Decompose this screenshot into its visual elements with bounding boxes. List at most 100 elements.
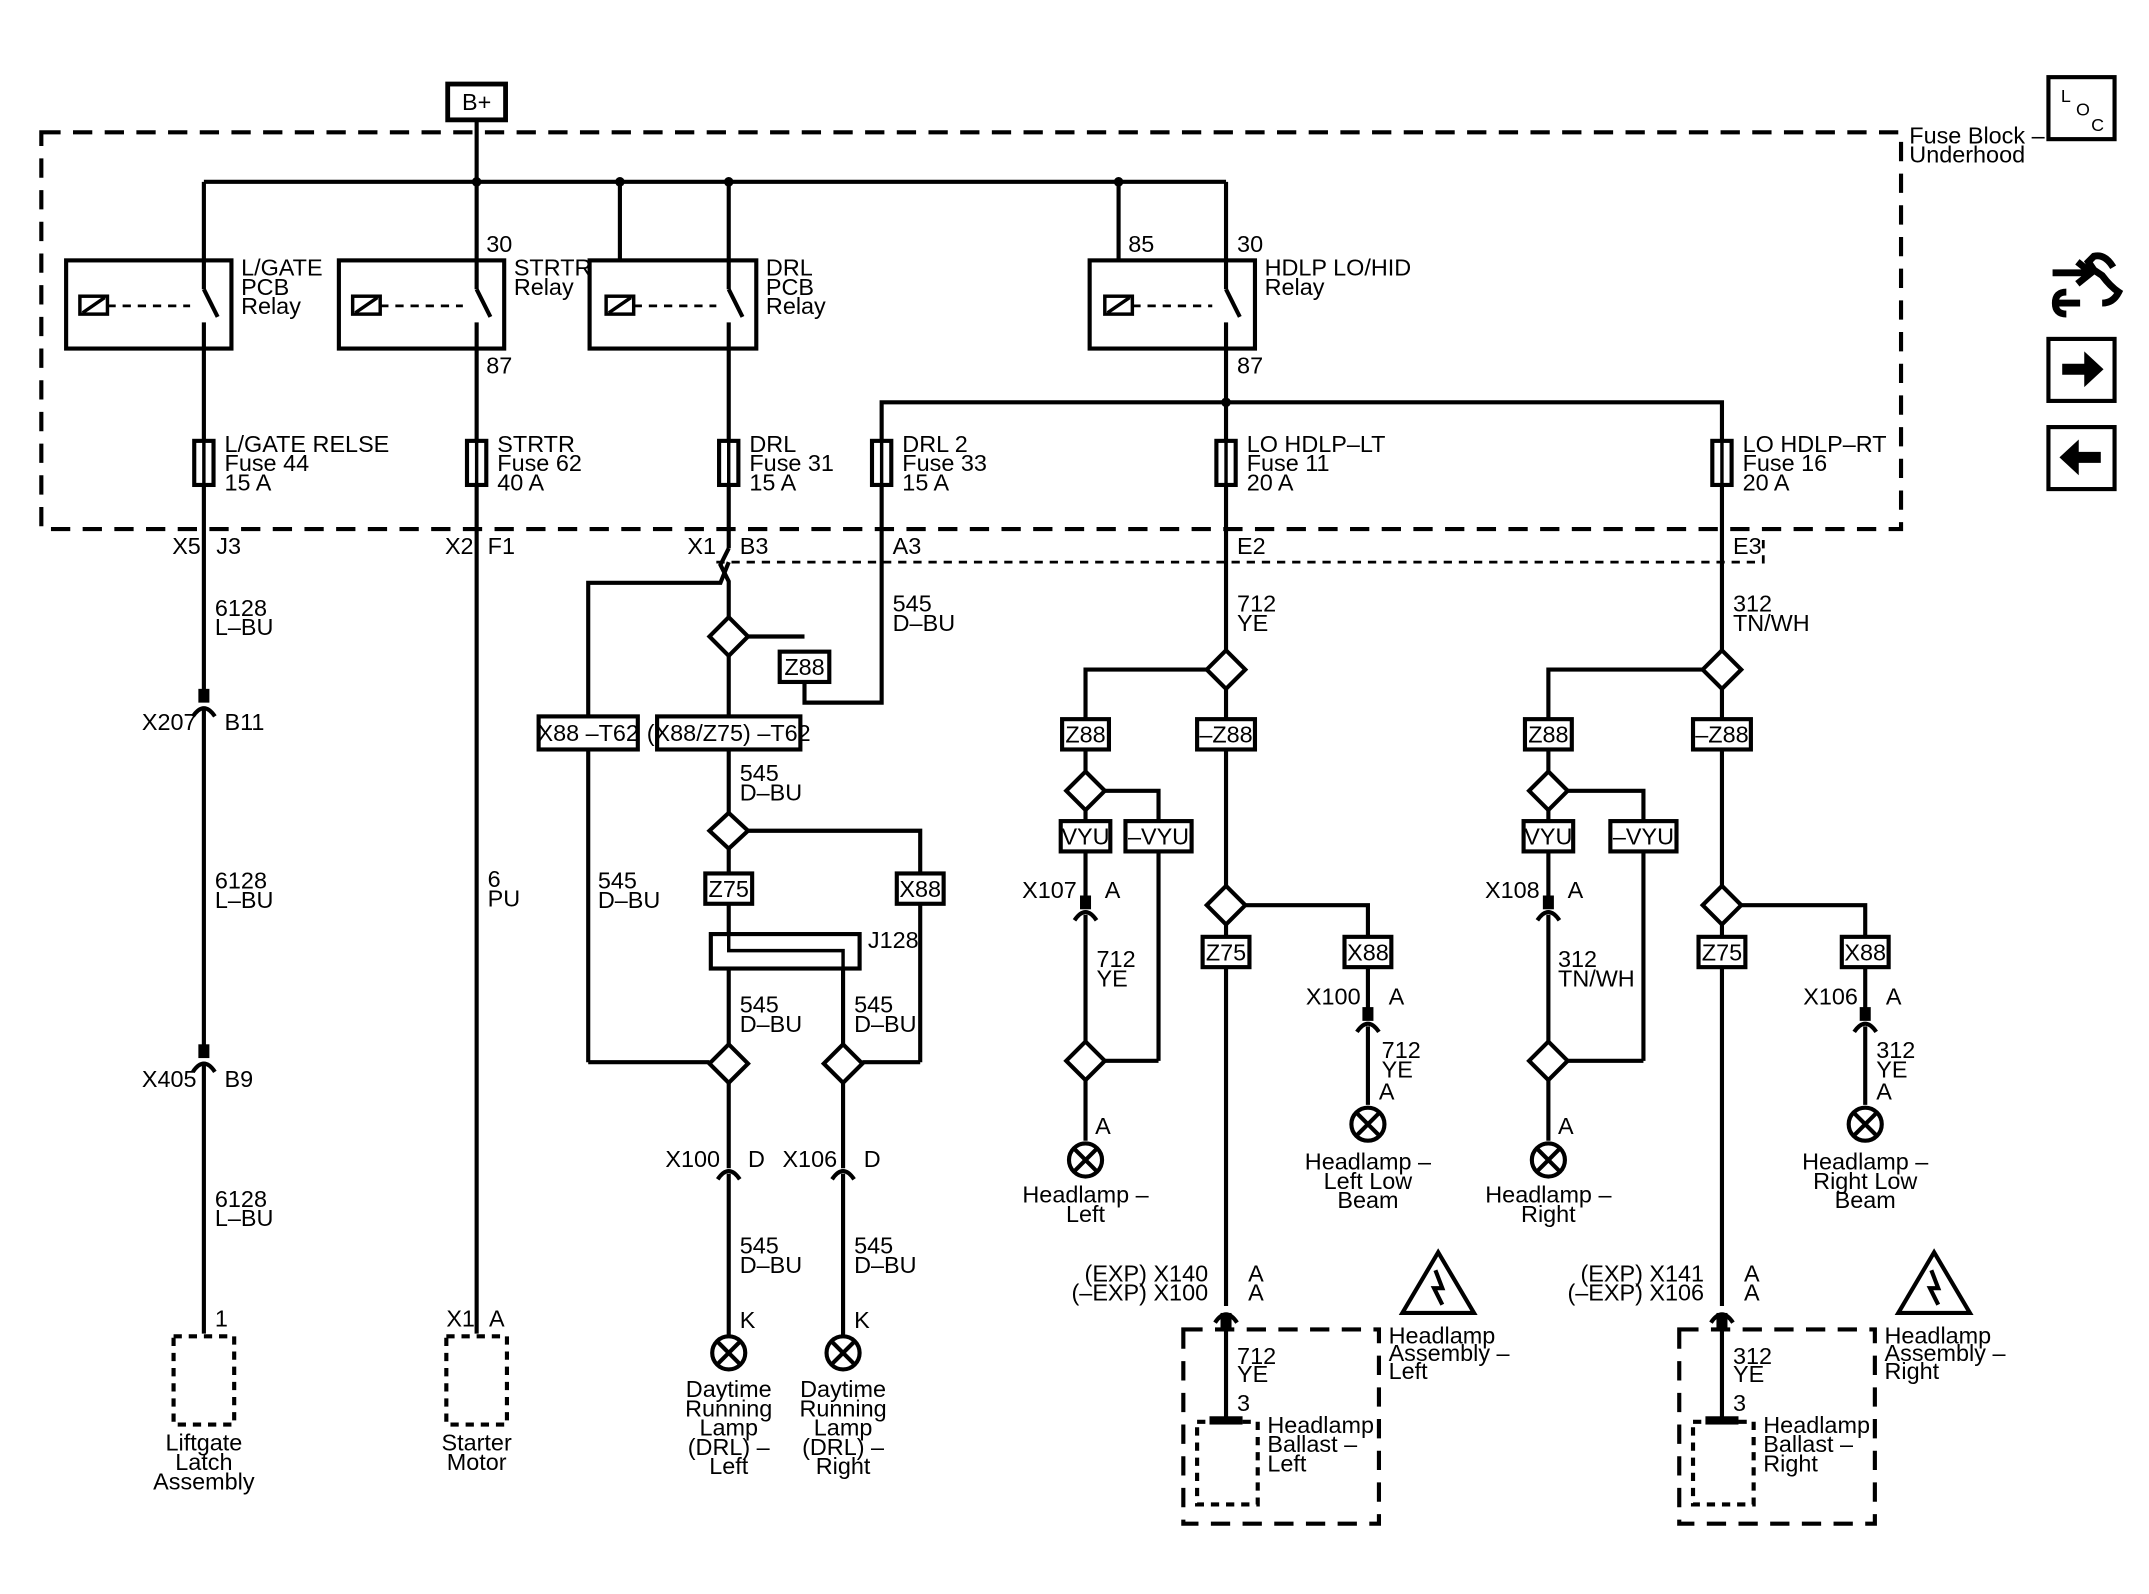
conn-x100-low-l: X100 [1306,983,1361,1009]
pin-x2: X2 [445,533,474,559]
opt-nz88-hl-right: –Z88 [1695,722,1748,748]
fuse-31-label-3: 15 A [749,469,796,495]
wire-312-e3-color: TN/WH [1733,610,1810,636]
conn-x107-a: A [1105,877,1121,903]
conn-x100-a2: A [1248,1280,1264,1306]
wire-545-j128a: 545 [740,992,779,1018]
fuse-62-label-3: 40 A [497,469,544,495]
hdlp-relay-label-2: Relay [1265,274,1325,300]
strtr-relay [336,258,507,351]
headlamp-right-low-beam-lamp [1846,1105,1884,1143]
drl-right-label-5: Right [816,1453,871,1479]
fuse-62-label-2: Fuse 62 [497,450,582,476]
fuse-44-label-3: 15 A [225,469,272,495]
wire-712-x107-color: YE [1097,965,1128,991]
wire-312-e3: 312 [1733,591,1772,617]
ballast-l-pin3: 3 [1237,1390,1250,1416]
hl-left-low-label-1: Headlamp – [1305,1149,1431,1175]
wire-6128-3: 6128 [215,1186,267,1212]
pin-a3: A3 [893,533,922,559]
hdlp-relay-pin85: 85 [1128,231,1154,257]
conn-x141-a: A [1744,1260,1760,1286]
conn-x106-low-r-a: A [1886,983,1902,1009]
wire-312-x108-color: TN/WH [1558,965,1635,991]
fuse-16-label-3: 20 A [1743,469,1790,495]
wire-6: 6 [488,866,501,892]
drl-right-label-1: Daytime [800,1376,886,1402]
lgate-relay [64,258,234,351]
conn-x405: X405 [142,1066,197,1092]
conn-x100-low-l-a: A [1389,983,1405,1009]
drl-right-label-2: Running [799,1395,886,1421]
fuse-31 [717,438,741,488]
opt-nz88-hl-left: –Z88 [1199,722,1252,748]
fuse-44 [192,438,216,488]
drl-right-label-3: Lamp [814,1415,873,1441]
conn-x106-a2: A [1744,1280,1760,1306]
loc-letter-c: C [2091,115,2104,135]
hl-assy-right-label-1: Headlamp [1885,1322,1992,1348]
connector-tool-icon[interactable] [2051,252,2124,318]
conn-x108: X108 [1485,877,1540,903]
ballast-r-pin3: 3 [1733,1390,1746,1416]
drl-relay-label-2: PCB [766,274,814,300]
previous-button[interactable] [2046,425,2117,492]
opt-nvyu-right: –VYU [1613,824,1674,850]
conn-x140-a: A [1248,1260,1264,1286]
conn-exp-x141: (EXP) X141 [1580,1260,1704,1286]
drl-left-label-1: Daytime [686,1376,772,1402]
opt-z75-drl: Z75 [709,876,749,902]
conn-k-right: K [854,1307,870,1333]
wire-712-e2: 712 [1237,591,1276,617]
wire-712-x107: 712 [1097,946,1136,972]
fuse-16-label-1: LO HDLP–RT [1743,431,1887,457]
conn-d-left: D [748,1146,765,1172]
ballast-right-label-2: Ballast – [1763,1431,1853,1457]
wire-712-low-l: 712 [1382,1037,1421,1063]
hl-left-low-label-3: Beam [1337,1187,1398,1213]
opt-z88-hl-left: Z88 [1065,722,1105,748]
ballast-left-label-3: Left [1267,1450,1307,1476]
opt-x88-t62: X88 –T62 [537,720,638,746]
hl-left-low-label-2: Left Low [1324,1168,1413,1194]
strtr-relay-label-1: STRTR [514,255,592,281]
fuse-block-label-2: Underhood [1909,142,2025,168]
next-button[interactable] [2046,336,2117,403]
liftgate-latch-assembly [171,1334,237,1427]
strtr-relay-pin87: 87 [486,352,512,378]
drl-relay [587,258,759,351]
pin-j3: J3 [216,533,241,559]
liftgate-label-1: Liftgate [165,1430,242,1456]
hl-right-label-2: Right [1521,1201,1576,1227]
starter-label-2: Motor [447,1449,507,1475]
fuse-31-label-1: DRL [749,431,796,457]
drl-left-lamp [710,1334,748,1372]
fuse-block-boundary [39,130,1904,532]
wire-712-e2-color: YE [1237,610,1268,636]
lgate-relay-label-3: Relay [241,293,301,319]
wire-545-j128b: 545 [854,992,893,1018]
loc-button[interactable]: L O C [2046,75,2117,142]
fuse-33-label-2: Fuse 33 [902,450,987,476]
wire-545-j128a-color: D–BU [740,1011,802,1037]
wire-545-j128b-color: D–BU [854,1011,916,1037]
pin-e3: E3 [1733,533,1762,559]
fuse-33 [869,438,894,488]
conn-nexp-x100: (–EXP) X100 [1072,1280,1209,1306]
strtr-relay-pin30: 30 [486,231,512,257]
fuse-11-label-1: LO HDLP–LT [1247,431,1386,457]
high-voltage-warning-icon [1894,1248,1974,1316]
hl-right-low-label-3: Beam [1835,1187,1896,1213]
hl-right-low-conn-a: A [1876,1078,1892,1104]
headlamp-left-low-beam-lamp [1349,1105,1387,1143]
drl-left-label-4: (DRL) – [688,1434,770,1460]
arrow-right-icon [2062,351,2104,388]
wire-312-x108: 312 [1558,946,1597,972]
wire-545-drl-l-color: D–BU [740,1252,802,1278]
hdlp-relay-pin30: 30 [1237,231,1263,257]
opt-x88-drl: X88 [899,876,941,902]
headlamp-right-lamp [1529,1141,1567,1179]
opt-x88-hl-right: X88 [1844,939,1886,965]
hl-assy-left-label-2: Assembly – [1389,1340,1510,1366]
hl-left-conn-a: A [1095,1113,1111,1139]
